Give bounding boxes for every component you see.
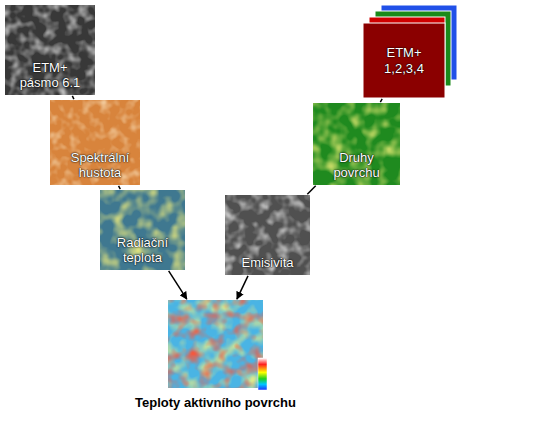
surface-temperature-image: Teploty aktivního povrchu xyxy=(168,300,263,388)
image-label: ETM+ 1,2,3,4 xyxy=(374,45,434,76)
image-label: Spektrální hustota xyxy=(64,150,136,181)
thermal-band-image: ETM+ pásmo 6.1 xyxy=(5,5,95,95)
flow-line xyxy=(119,186,121,189)
flow-line xyxy=(72,96,74,99)
flow-line xyxy=(307,186,315,195)
image-caption: Teploty aktivního povrchu xyxy=(135,395,296,410)
flow-line xyxy=(237,276,248,299)
spectral-radiance-image: Spektrální hustota xyxy=(50,100,140,185)
land-cover-image: Druhy povrchu xyxy=(313,103,400,185)
image-label: Druhy povrchu xyxy=(322,150,392,181)
emissivity-image: Emisivita xyxy=(225,195,310,275)
image-label: Radiační teplota xyxy=(108,235,178,266)
flow-line xyxy=(169,271,187,299)
multispectral-band-stack: ETM+ 1,2,3,4 xyxy=(363,23,445,98)
flow-line xyxy=(380,99,382,102)
image-label: ETM+ pásmo 6.1 xyxy=(15,60,85,91)
image-label: Emisivita xyxy=(233,255,303,271)
color-scale xyxy=(258,358,267,390)
radiant-temperature-image: Radiační teplota xyxy=(100,190,185,270)
